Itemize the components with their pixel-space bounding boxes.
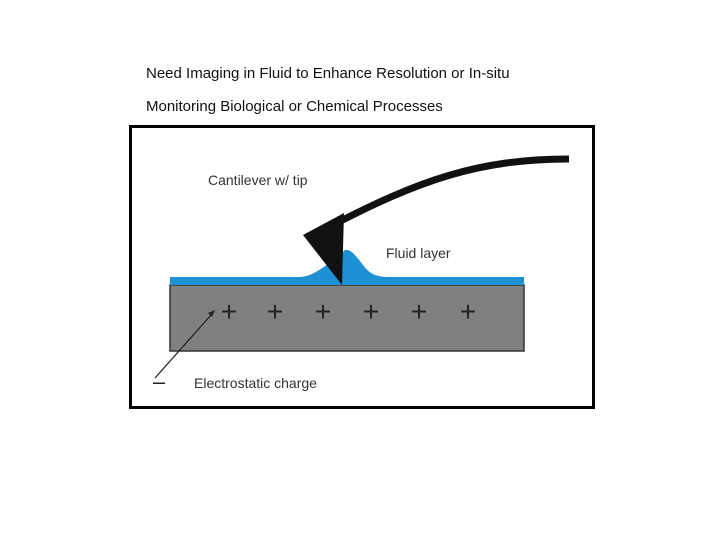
plus-charge: +: [411, 296, 427, 327]
plus-charge: +: [221, 296, 237, 327]
caption-line-2: Monitoring Biological or Chemical Proces…: [146, 98, 443, 115]
charge-arrow: [154, 314, 212, 379]
plus-charge: +: [267, 296, 283, 327]
caption-line-1: Need Imaging in Fluid to Enhance Resolut…: [146, 65, 510, 82]
afm-fluid-diagram: Cantilever w/ tip Fluid layer Electrosta…: [129, 125, 595, 409]
cantilever-tip: [303, 213, 344, 285]
minus-charge: –: [153, 369, 166, 394]
substrate: [169, 284, 525, 352]
fluid-layer-label: Fluid layer: [386, 245, 451, 261]
cantilever-label: Cantilever w/ tip: [208, 172, 308, 188]
plus-charge: +: [460, 296, 476, 327]
charge-arrow-head: [208, 310, 215, 317]
plus-charge: +: [363, 296, 379, 327]
plus-charge: +: [315, 296, 331, 327]
cantilever-beam: [327, 155, 570, 231]
electrostatic-charge-label: Electrostatic charge: [194, 375, 317, 391]
fluid-layer: [170, 249, 524, 285]
